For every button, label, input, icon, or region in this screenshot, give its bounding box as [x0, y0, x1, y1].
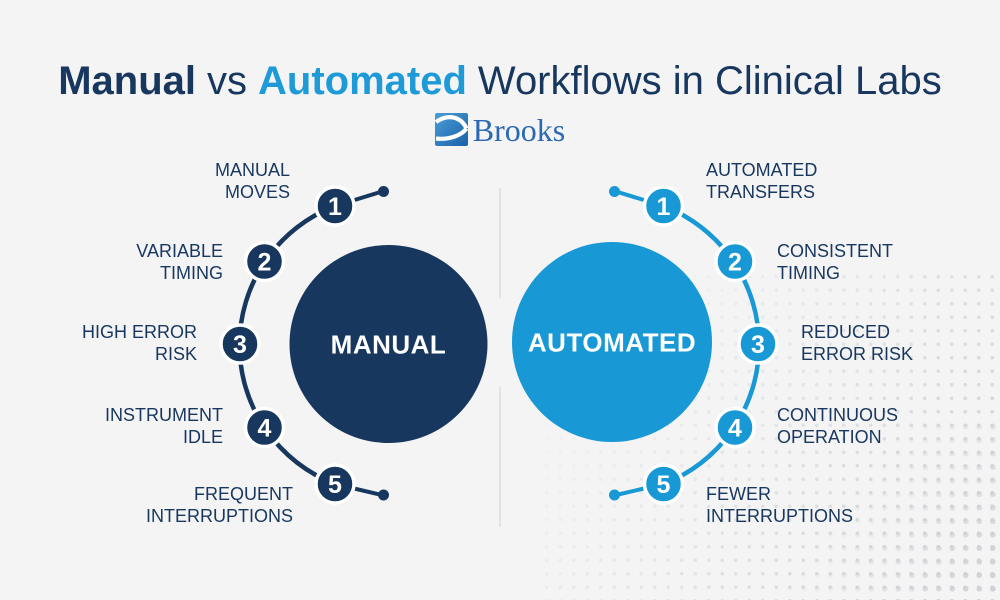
- manual-step-5-circle: [314, 463, 356, 505]
- title-rest: Workflows in Clinical Labs: [477, 59, 942, 103]
- manual-circle-label: MANUAL: [330, 329, 447, 360]
- automated-step-4-label: CONTINUOUS OPERATION: [777, 405, 898, 447]
- title-word-manual: Manual: [58, 59, 197, 103]
- manual-step-4-number: 4: [258, 415, 272, 443]
- brooks-logo: Brooks: [0, 113, 1000, 146]
- center-divider-bottom: [499, 387, 501, 527]
- automated-step-3-circle: [737, 323, 779, 365]
- brooks-logo-text: Brooks: [472, 111, 566, 148]
- automated-circle-label: AUTOMATED: [527, 327, 697, 358]
- manual-step-4-label: INSTRUMENT IDLE: [105, 405, 223, 447]
- automated-step-1-circle: [642, 185, 685, 227]
- brooks-swoosh-icon: [434, 113, 468, 146]
- manual-step-1-circle: [314, 185, 356, 227]
- automated-step-4-circle: [714, 406, 756, 449]
- automated-step-2-label: CONSISTENT TIMING: [777, 241, 894, 283]
- automated-circle: [512, 242, 712, 442]
- title-word-automated: Automated: [258, 59, 467, 103]
- automated-step-1-number: 1: [657, 193, 671, 221]
- page-title: Manual vs Automated Workflows in Clinica…: [0, 60, 1000, 102]
- manual-step-1-number: 1: [328, 193, 342, 221]
- automated-endpoint-dot-top: [609, 186, 620, 197]
- manual-step-3-number: 3: [233, 331, 247, 359]
- automated-step-3-label: REDUCED ERROR RISK: [801, 322, 914, 364]
- manual-step-2-number: 2: [258, 249, 272, 277]
- automated-step-5-circle: [642, 463, 685, 505]
- automated-step-1-label: AUTOMATED TRANSFERS: [706, 160, 818, 202]
- automated-step-2-number: 2: [728, 249, 742, 277]
- automated-step-5-label: FEWER INTERRUPTIONS: [706, 484, 854, 526]
- manual-step-5-label: FREQUENT INTERRUPTIONS: [145, 484, 293, 526]
- manual-endpoint-dot-top: [378, 186, 389, 197]
- automated-endpoint-dot-bottom: [609, 489, 620, 501]
- title-word-vs: vs: [207, 59, 248, 103]
- manual-step-2-circle: [243, 240, 286, 283]
- manual-step-1-label: MANUAL MOVES: [214, 160, 290, 202]
- manual-step-5-number: 5: [328, 471, 342, 499]
- automated-step-3-number: 3: [751, 331, 765, 359]
- automated-step-2-circle: [714, 240, 756, 283]
- center-divider-top: [499, 188, 501, 298]
- automated-step-4-number: 4: [728, 415, 742, 443]
- manual-circle: [289, 245, 488, 443]
- manual-step-2-label: VARIABLE TIMING: [136, 241, 223, 283]
- manual-step-3-label: HIGH ERROR RISK: [81, 322, 197, 364]
- manual-step-4-circle: [243, 406, 286, 449]
- manual-step-3-circle: [219, 323, 261, 365]
- manual-endpoint-dot-bottom: [378, 489, 389, 501]
- automated-step-5-number: 5: [657, 471, 671, 499]
